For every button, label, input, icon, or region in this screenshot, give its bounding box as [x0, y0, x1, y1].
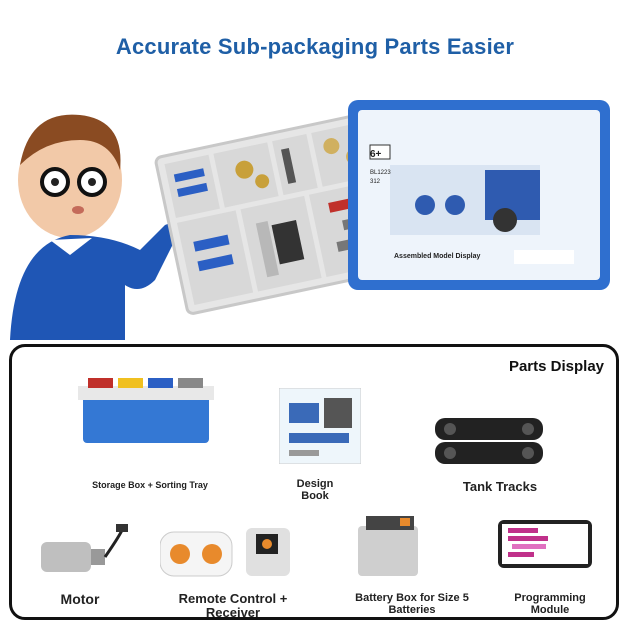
tank-tracks-image: [435, 418, 543, 464]
motor-image: [41, 524, 128, 572]
storage-box-lid: [348, 100, 610, 290]
design-book-image: [279, 388, 361, 464]
child-figure: [10, 114, 205, 340]
box-code-label: BL1223: [370, 170, 391, 176]
storage-box-image: [78, 378, 214, 443]
remote-receiver-image: [160, 528, 290, 577]
part-label-battery-box: Battery Box for Size 5 Batteries: [355, 592, 469, 617]
box-age-label: 6+: [370, 149, 382, 160]
part-label-remote-receiver: Remote Control + Receiver: [178, 591, 288, 621]
banner-title: Accurate Sub-packaging Parts Easier: [115, 34, 515, 59]
part-label-programming-module: Programming Module: [514, 592, 586, 617]
battery-box-image: [358, 516, 418, 576]
box-count-label: 312: [370, 179, 381, 185]
part-label-motor: Motor: [60, 591, 100, 607]
programming-module-image: [498, 520, 592, 568]
hero-illustration: 6+ BL1223 312 Assembled Model Display: [10, 100, 610, 340]
part-label-tank-tracks: Tank Tracks: [462, 479, 538, 494]
part-label-storage-box: Storage Box + Sorting Tray: [92, 480, 208, 490]
part-label-design-book: Design Book: [296, 478, 334, 503]
parts-display-title: Parts Display: [508, 358, 604, 375]
box-caption-label: Assembled Model Display: [394, 253, 480, 260]
parts-display-panel: [9, 344, 619, 620]
